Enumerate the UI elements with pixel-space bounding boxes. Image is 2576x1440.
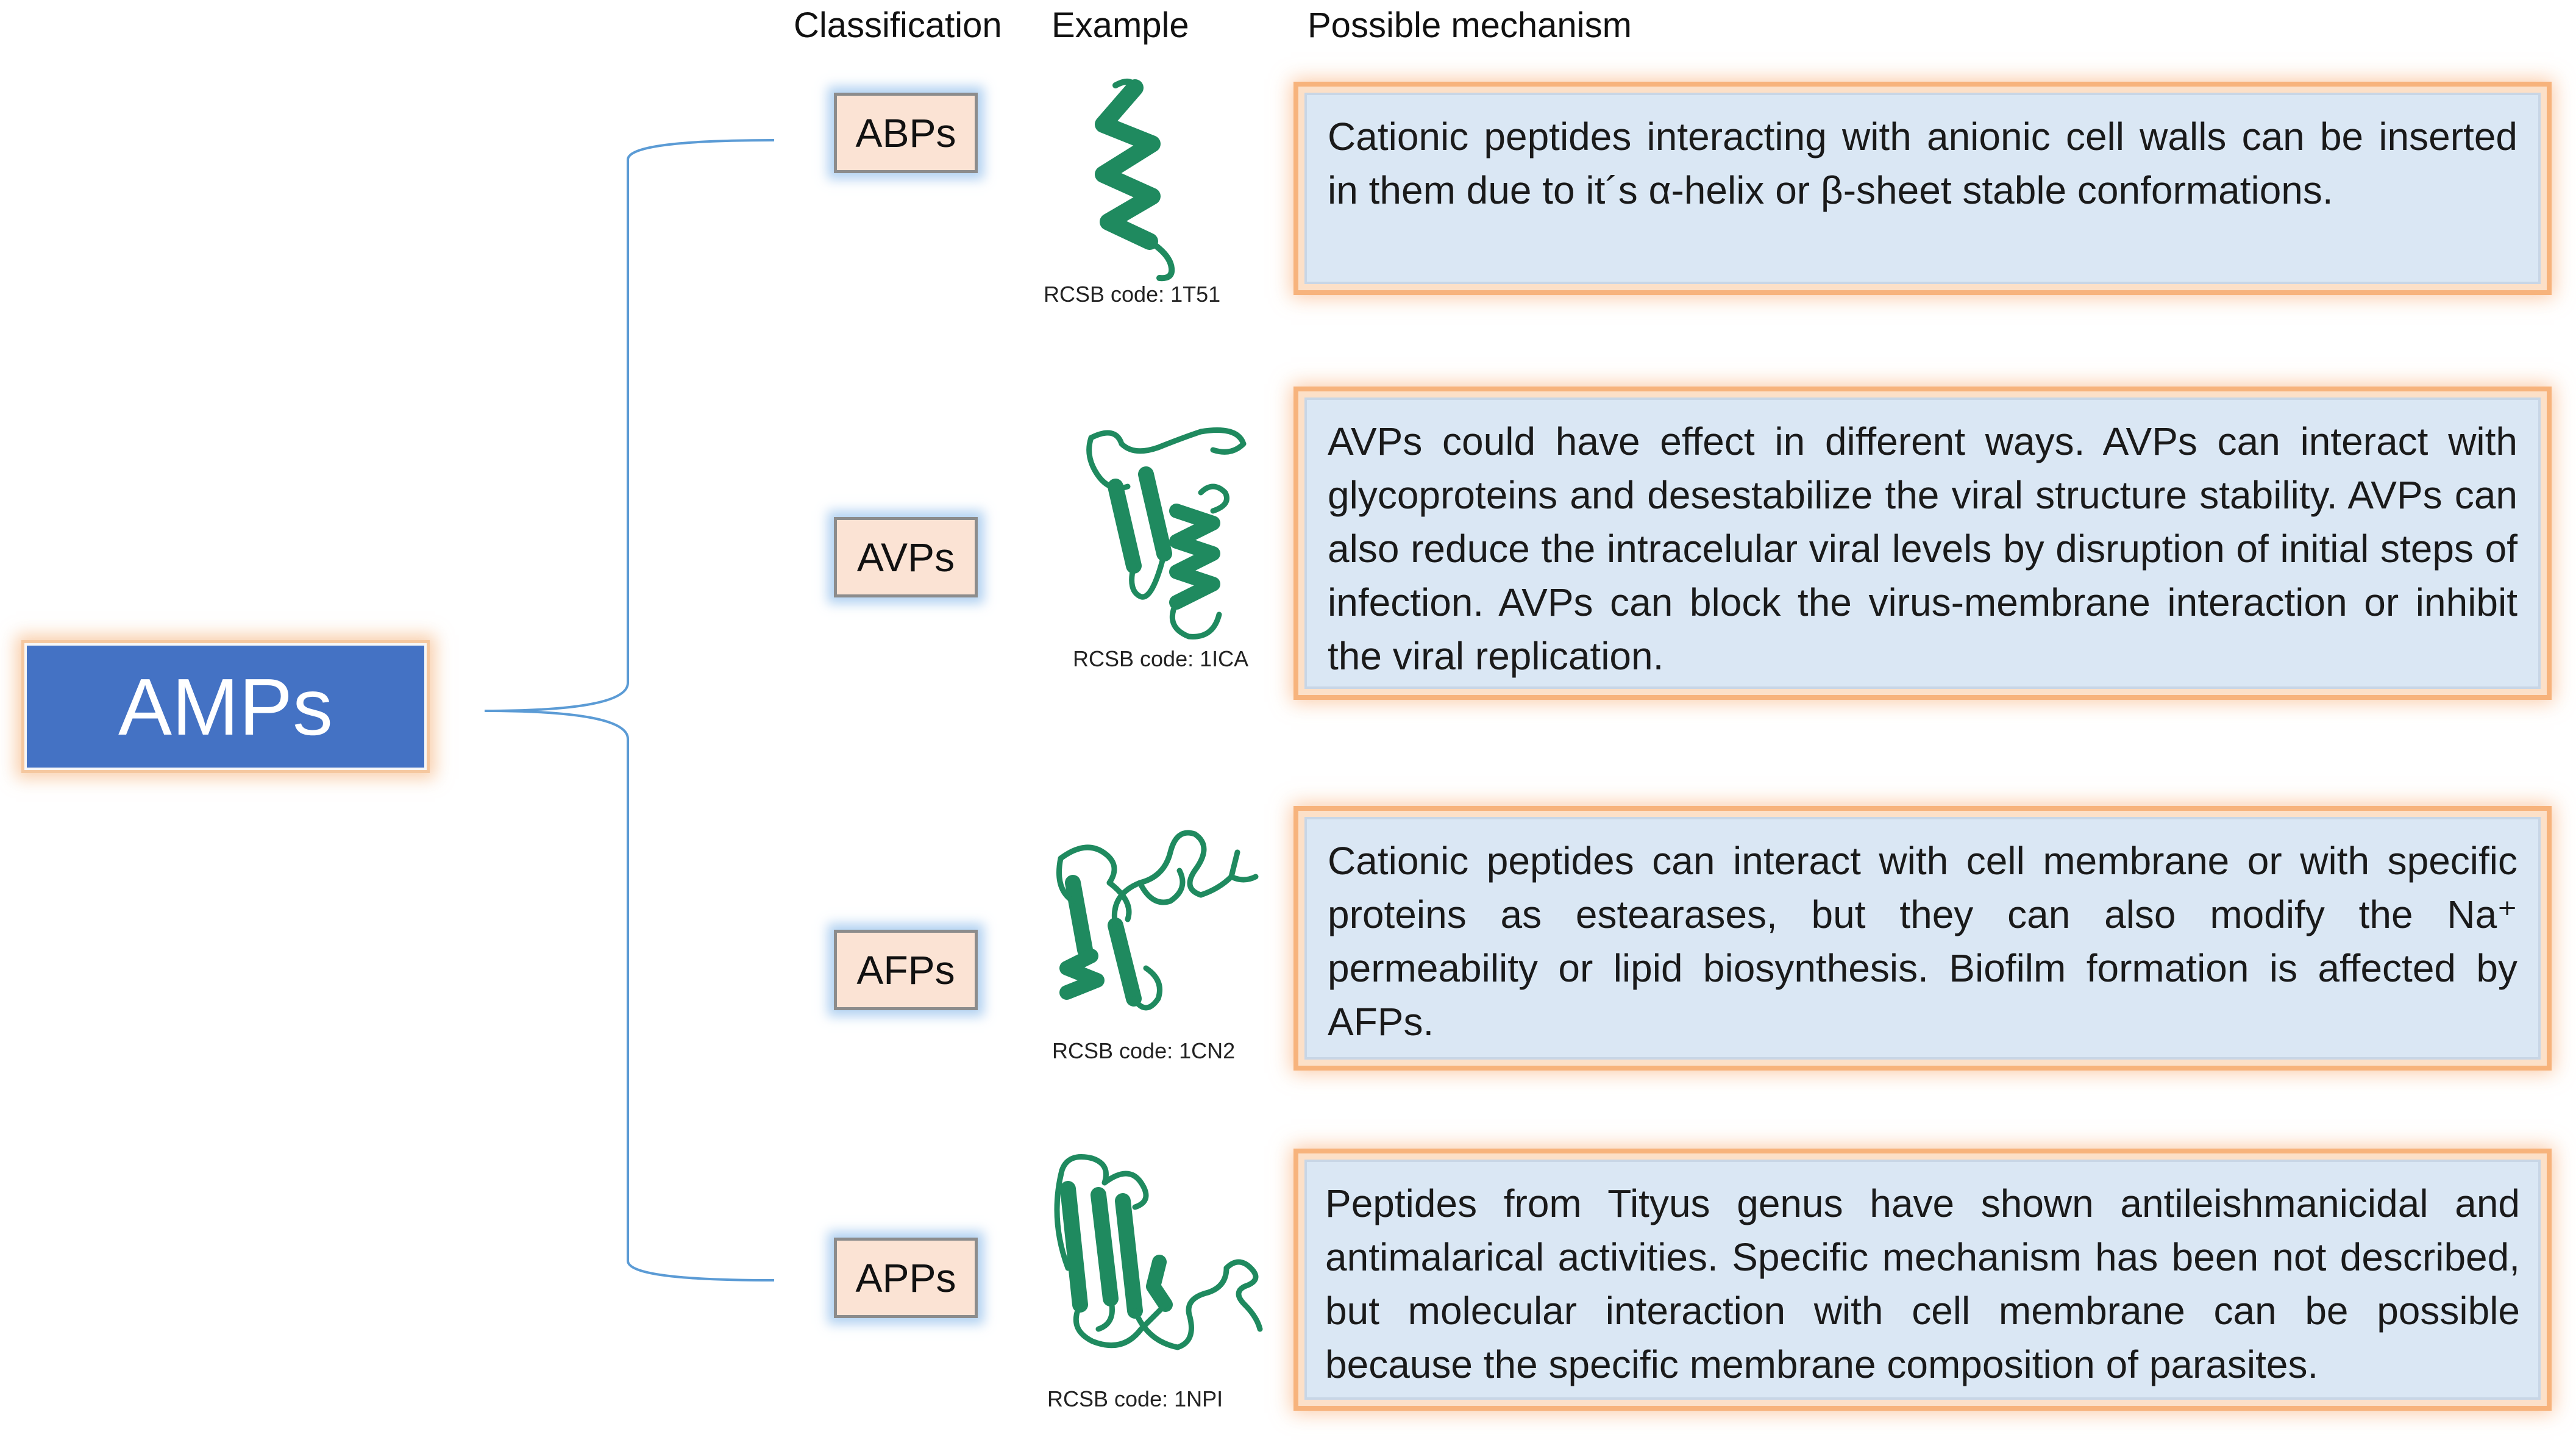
bracket-path [484,139,775,1281]
header-classification: Classification [794,5,1002,45]
rcsb-code-label: RCSB code: 1T51 [1044,282,1221,307]
header-example: Example [1051,5,1189,45]
mixed-helix-sheet-structure-icon [1086,427,1247,640]
class-box-afps: AFPs [834,930,978,1010]
root-node-amps: AMPs [24,643,427,770]
class-box-abps: ABPs [834,93,978,173]
class-box-apps: APPs [834,1238,978,1318]
mechanism-box-avps: AVPs could have effect in different ways… [1304,397,2541,689]
rcsb-code-label: RCSB code: 1NPI [1047,1386,1223,1411]
class-box-avps: AVPs [834,517,978,597]
alpha-helix-structure-icon [1095,79,1175,282]
beta-sheet-structure-icon [1054,1154,1263,1350]
beta-sheet-coil-structure-icon [1056,830,1259,1011]
mechanism-box-afps: Cationic peptides can interact with cell… [1304,817,2541,1060]
rcsb-code-label: RCSB code: 1ICA [1073,646,1249,671]
mechanism-box-abps: Cationic peptides interacting with anion… [1304,93,2541,284]
rcsb-code-label: RCSB code: 1CN2 [1052,1038,1236,1063]
mechanism-box-apps: Peptides from Tityus genus have shown an… [1304,1160,2541,1400]
header-mechanism: Possible mechanism [1308,5,1632,45]
